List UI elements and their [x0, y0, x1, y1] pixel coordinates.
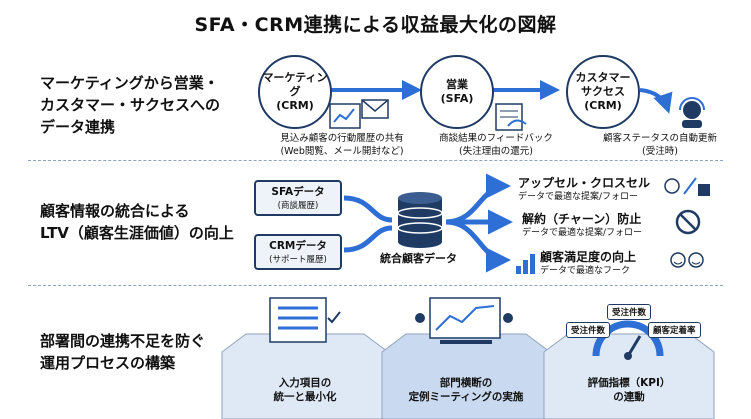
source-name: CRMデータ: [269, 240, 327, 252]
source-name: SFAデータ: [271, 186, 325, 198]
bar-growth-icon: [516, 254, 535, 274]
handshake-document-icon: [495, 103, 527, 131]
kpi-badge: 受注件数: [607, 304, 652, 320]
meeting-people-icon: [415, 297, 513, 344]
outcome-sub: データで最適なフーク: [540, 266, 631, 276]
row2-label: 顧客情報の統合による LTV（顧客生涯価値）の向上: [40, 202, 234, 242]
page-title: SFA・CRM連携による収益最大化の図解: [194, 14, 557, 36]
checklist-icon: [269, 297, 341, 343]
outcome-sub: データで最適な提案/フォロー: [522, 228, 643, 238]
kpi-badge: 顧客定着率: [648, 322, 701, 338]
source-crm-data: CRMデータ (サポート履歴): [254, 234, 342, 270]
row-divider: [28, 160, 723, 161]
outcome-satisfaction: 顧客満足度の向上 データで最適なフーク: [540, 250, 636, 278]
node-customer-success: カスタマー サクセス (CRM): [566, 55, 640, 129]
outcome-title: アップセル・クロスセル: [518, 176, 651, 190]
chart-document-icon: [329, 103, 361, 129]
database-icon: [397, 192, 443, 248]
envelope-icon: [361, 99, 389, 119]
fanout-arrow: [445, 173, 511, 225]
source-sfa-data: SFAデータ (商談履歴): [254, 180, 342, 216]
caption-customer-success: 顧客ステータスの自動更新 (受注時): [602, 133, 717, 157]
happy-customers-icon: [670, 252, 704, 268]
source-sub: (商談履歴): [277, 201, 319, 211]
gauge-icon: [592, 320, 664, 360]
caption-sales: 商談結果のフィードバック (失注理由の還元): [439, 133, 553, 157]
pillar-input-label: 入力項目の 統一と最小化: [273, 377, 337, 403]
row-divider: [28, 285, 723, 286]
hub-label: 統合顧客データ: [380, 252, 457, 265]
outcome-upsell: アップセル・クロスセル データで最適な提案/フォロー: [518, 176, 650, 204]
outcome-title: 解約（チャーン）防止: [522, 212, 642, 226]
caption-marketing: 見込み顧客の行動履歴の共有 (Web閲覧、メール開封など): [280, 133, 404, 157]
pillar-kpi-label: 評価指標（KPI） の連動: [587, 377, 671, 403]
merge-arrow: [343, 195, 393, 223]
growth-coins-icon: [664, 177, 710, 196]
flow-arrow: [639, 88, 673, 114]
outcome-title: 顧客満足度の向上: [540, 250, 637, 264]
node-sales: 営業 (SFA): [420, 55, 494, 129]
row1-label: マーケティングから営業・ カスタマー・サクセスへの データ連携: [40, 74, 221, 136]
node-marketing: マーケティング (CRM): [258, 55, 332, 129]
source-sub: (サポート履歴): [269, 255, 327, 265]
row3-label: 部署間の連携不足を防ぐ 運用プロセスの構築: [40, 332, 206, 372]
outcome-churn: 解約（チャーン）防止 データで最適な提案/フォロー: [522, 212, 642, 240]
outcome-sub: データで最適な提案/フォロー: [518, 192, 639, 202]
merge-arrow: [343, 225, 393, 253]
headset-agent-icon: [679, 97, 705, 128]
fanout-arrow: [445, 219, 511, 273]
pillar-meeting-label: 部門横断の 定例ミーティングの実施: [408, 377, 524, 403]
no-exit-icon: [675, 209, 701, 235]
kpi-badge: 受注件数: [566, 322, 611, 338]
